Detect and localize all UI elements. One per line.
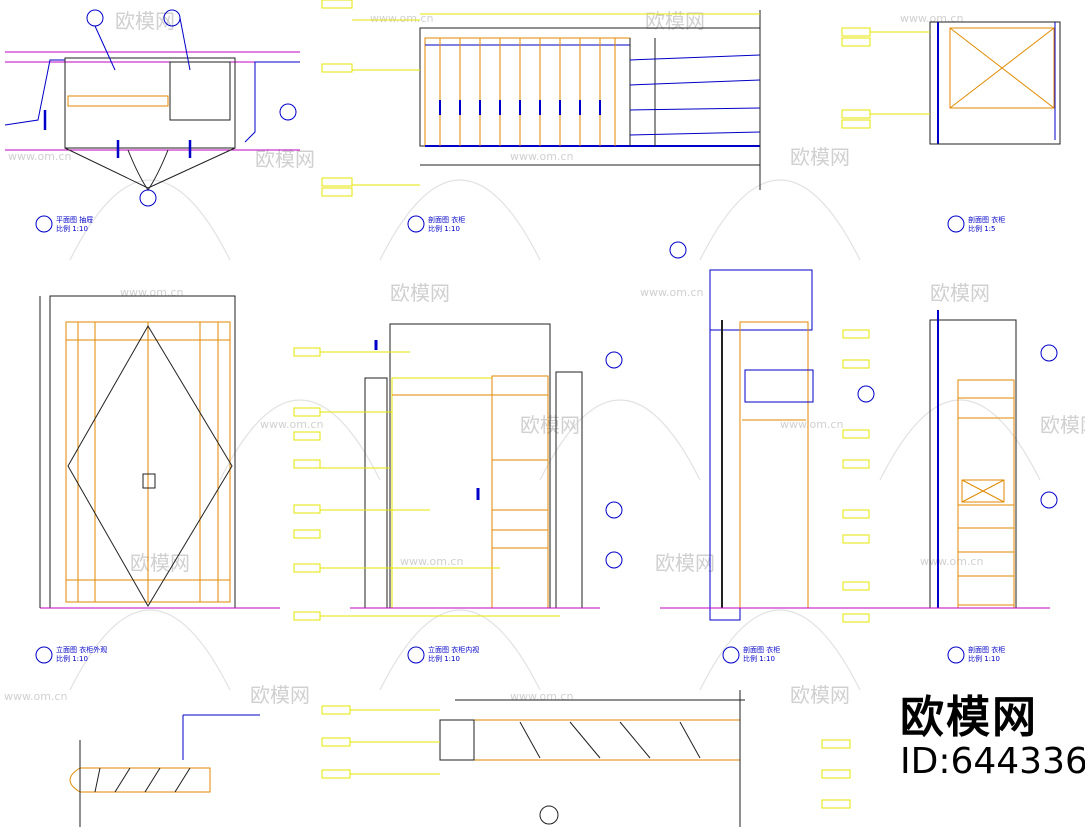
panel-title-2: 剖面图 衣柜 (428, 215, 465, 224)
watermark-site: www.om.cn (400, 555, 463, 568)
bottom-detail-sections (69, 690, 851, 827)
wardrobe-interior-elevation (293, 323, 623, 664)
watermark-brand: 欧模网 (390, 281, 450, 305)
brand-watermark-block: 欧模网 ID:644336 (900, 694, 1085, 782)
panel-title-1: 平面图 抽屉 (56, 215, 93, 224)
panel-scale-2: 比例 1:10 (428, 224, 460, 233)
panel-title-3: 剖面图 衣柜 (968, 215, 1005, 224)
brand-id: ID:644336 (900, 741, 1085, 782)
watermark-site: www.om.cn (8, 150, 71, 163)
watermark-site: www.om.cn (510, 150, 573, 163)
watermark-site: www.om.cn (370, 12, 433, 25)
watermark-site: www.om.cn (260, 418, 323, 431)
watermark-site: www.om.cn (900, 12, 963, 25)
wardrobe-section-right (880, 310, 1058, 664)
panel-title-7: 剖面图 衣柜 (968, 645, 1005, 654)
panel-title-5: 立面图 衣柜内视 (428, 645, 479, 654)
panel-scale-4: 比例 1:10 (56, 654, 88, 663)
wardrobe-exterior-elevation (35, 295, 280, 664)
panel-scale-6: 比例 1:10 (743, 654, 775, 663)
wardrobe-section-detail (841, 21, 1061, 233)
watermark-brand: 欧模网 (790, 145, 850, 169)
panel-scale-7: 比例 1:10 (968, 654, 1000, 663)
wardrobe-section-top (321, 0, 761, 233)
drawer-plan-view (4, 9, 300, 233)
watermark-brand: 欧模网 (1040, 413, 1085, 437)
watermark-site: www.om.cn (640, 286, 703, 299)
watermark-brand: 欧模网 (655, 551, 715, 575)
panel-scale-5: 比例 1:10 (428, 654, 460, 663)
panel-scale-3: 比例 1:5 (968, 224, 996, 233)
watermark-brand: 欧模网 (645, 9, 705, 33)
watermark-brand: 欧模网 (930, 281, 990, 305)
watermark-site: www.om.cn (920, 555, 983, 568)
wardrobe-section-mid (660, 241, 880, 664)
watermark-brand: 欧模网 (255, 147, 315, 171)
panel-scale-1: 比例 1:10 (56, 224, 88, 233)
watermark-site: www.om.cn (510, 690, 573, 703)
watermark-brand: 欧模网 (790, 683, 850, 707)
watermark-brand: 欧模网 (130, 551, 190, 575)
watermark-layer: 欧模网 欧模网 欧模网 欧模网 欧模网 欧模网 欧模网 欧模网 欧模网 欧模网 … (4, 9, 1085, 707)
watermark-site: www.om.cn (4, 690, 67, 703)
brand-name: 欧模网 (900, 692, 1038, 743)
panel-title-6: 剖面图 衣柜 (743, 645, 780, 654)
panel-titles: 平面图 抽屉 比例 1:10 剖面图 衣柜 比例 1:10 剖面图 衣柜 比例 … (56, 215, 1005, 663)
watermark-brand: 欧模网 (250, 683, 310, 707)
panel-title-4: 立面图 衣柜外观 (56, 645, 107, 654)
watermark-site: www.om.cn (780, 418, 843, 431)
watermark-site: www.om.cn (120, 286, 183, 299)
